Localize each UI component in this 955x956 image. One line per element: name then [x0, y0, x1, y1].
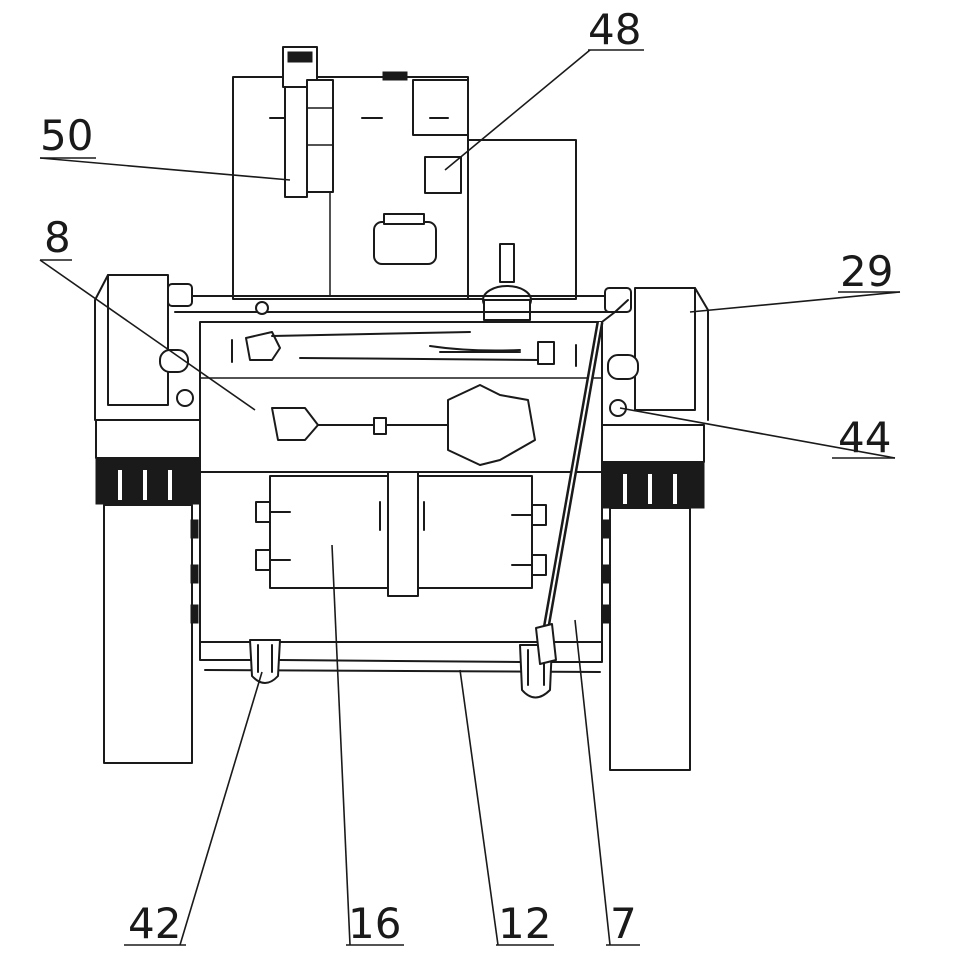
left-rail-clamp: [167, 283, 193, 307]
tow-assembly: [199, 639, 603, 699]
tool-rod-grip: [537, 341, 555, 365]
tow-bar: [199, 641, 603, 663]
turret-rear-panel: [412, 79, 469, 136]
left-tow-eye: [176, 389, 194, 407]
antenna-mount: [482, 243, 532, 321]
track-guards: [94, 274, 709, 421]
tow-cable-eye: [535, 623, 557, 665]
right-rail-clamp: [604, 287, 632, 313]
leader-48: [444, 49, 591, 171]
right-track-band: [601, 461, 705, 509]
left-track-upper: [95, 419, 201, 459]
rear-door-hinge: [387, 471, 419, 597]
left-light: [159, 349, 189, 373]
leader-12: [459, 669, 499, 946]
exhaust-cap-top: [287, 51, 313, 63]
right-guard-edge: [694, 287, 709, 421]
leader-8: [39, 259, 256, 411]
turret-side-block: [467, 139, 577, 300]
turret-hatch-block: [424, 156, 462, 194]
bolt-l2: [255, 549, 271, 571]
tool-crowbar: [271, 331, 471, 337]
turret-vent-cap: [382, 71, 408, 81]
exhaust-bracket: [306, 79, 334, 193]
bolt-r1: [531, 504, 547, 526]
shovel-grip: [271, 407, 319, 441]
track-bands: [95, 457, 705, 509]
right-light: [607, 354, 639, 380]
left-tow-hook-detail: [257, 644, 273, 673]
right-track: [609, 507, 691, 771]
right-tow-eye: [609, 399, 627, 417]
turret-box: [373, 221, 437, 265]
left-guard-edge: [94, 274, 109, 421]
tool-board: [199, 321, 603, 473]
shovel-clamp: [373, 417, 387, 435]
tool-cable: [429, 345, 521, 353]
left-tow-hook: [249, 639, 281, 684]
tow-cable-highlight: [543, 321, 601, 641]
callout-labels: 50 48 8 29 44 42 16 12 7: [40, 5, 900, 948]
track-links: [118, 470, 677, 504]
callout-50: 50: [40, 111, 93, 160]
callout-42: 42: [128, 899, 181, 948]
callout-44: 44: [838, 413, 891, 462]
callout-8: 8: [44, 213, 71, 262]
tool-hammer-head: [245, 331, 281, 361]
right-track-upper: [601, 424, 705, 463]
left-track-band: [95, 457, 201, 505]
tow-cable-top: [597, 299, 629, 326]
leader-16: [331, 544, 351, 946]
callout-7: 7: [610, 899, 637, 948]
hull-side-rivets: [190, 519, 611, 624]
rear-plate: [190, 471, 611, 643]
shovel-blade: [447, 384, 536, 466]
right-track-guard: [634, 287, 696, 411]
leader-29: [689, 291, 901, 313]
leader-7: [574, 619, 611, 946]
bolt-l1: [255, 501, 271, 523]
turret-box-lid: [383, 213, 425, 225]
callout-48: 48: [588, 5, 641, 54]
left-track: [103, 504, 193, 764]
tracks: [95, 419, 705, 771]
leader-lines: [39, 49, 901, 946]
bolt-r2: [531, 554, 547, 576]
antenna-base-block: [483, 299, 531, 321]
leader-44: [619, 407, 896, 459]
callout-12: 12: [498, 899, 551, 948]
rail-bolt: [255, 301, 269, 315]
tool-rod: [299, 357, 541, 361]
leader-42: [179, 671, 263, 946]
callout-16: 16: [348, 899, 401, 948]
exhaust-stack: [282, 46, 334, 198]
left-track-guard: [107, 274, 169, 406]
leader-50: [39, 157, 291, 181]
callout-29: 29: [840, 247, 893, 296]
deck-rail: [167, 283, 632, 315]
tow-cable: [535, 299, 629, 665]
antenna-mast: [499, 243, 515, 283]
turret: [232, 71, 577, 300]
